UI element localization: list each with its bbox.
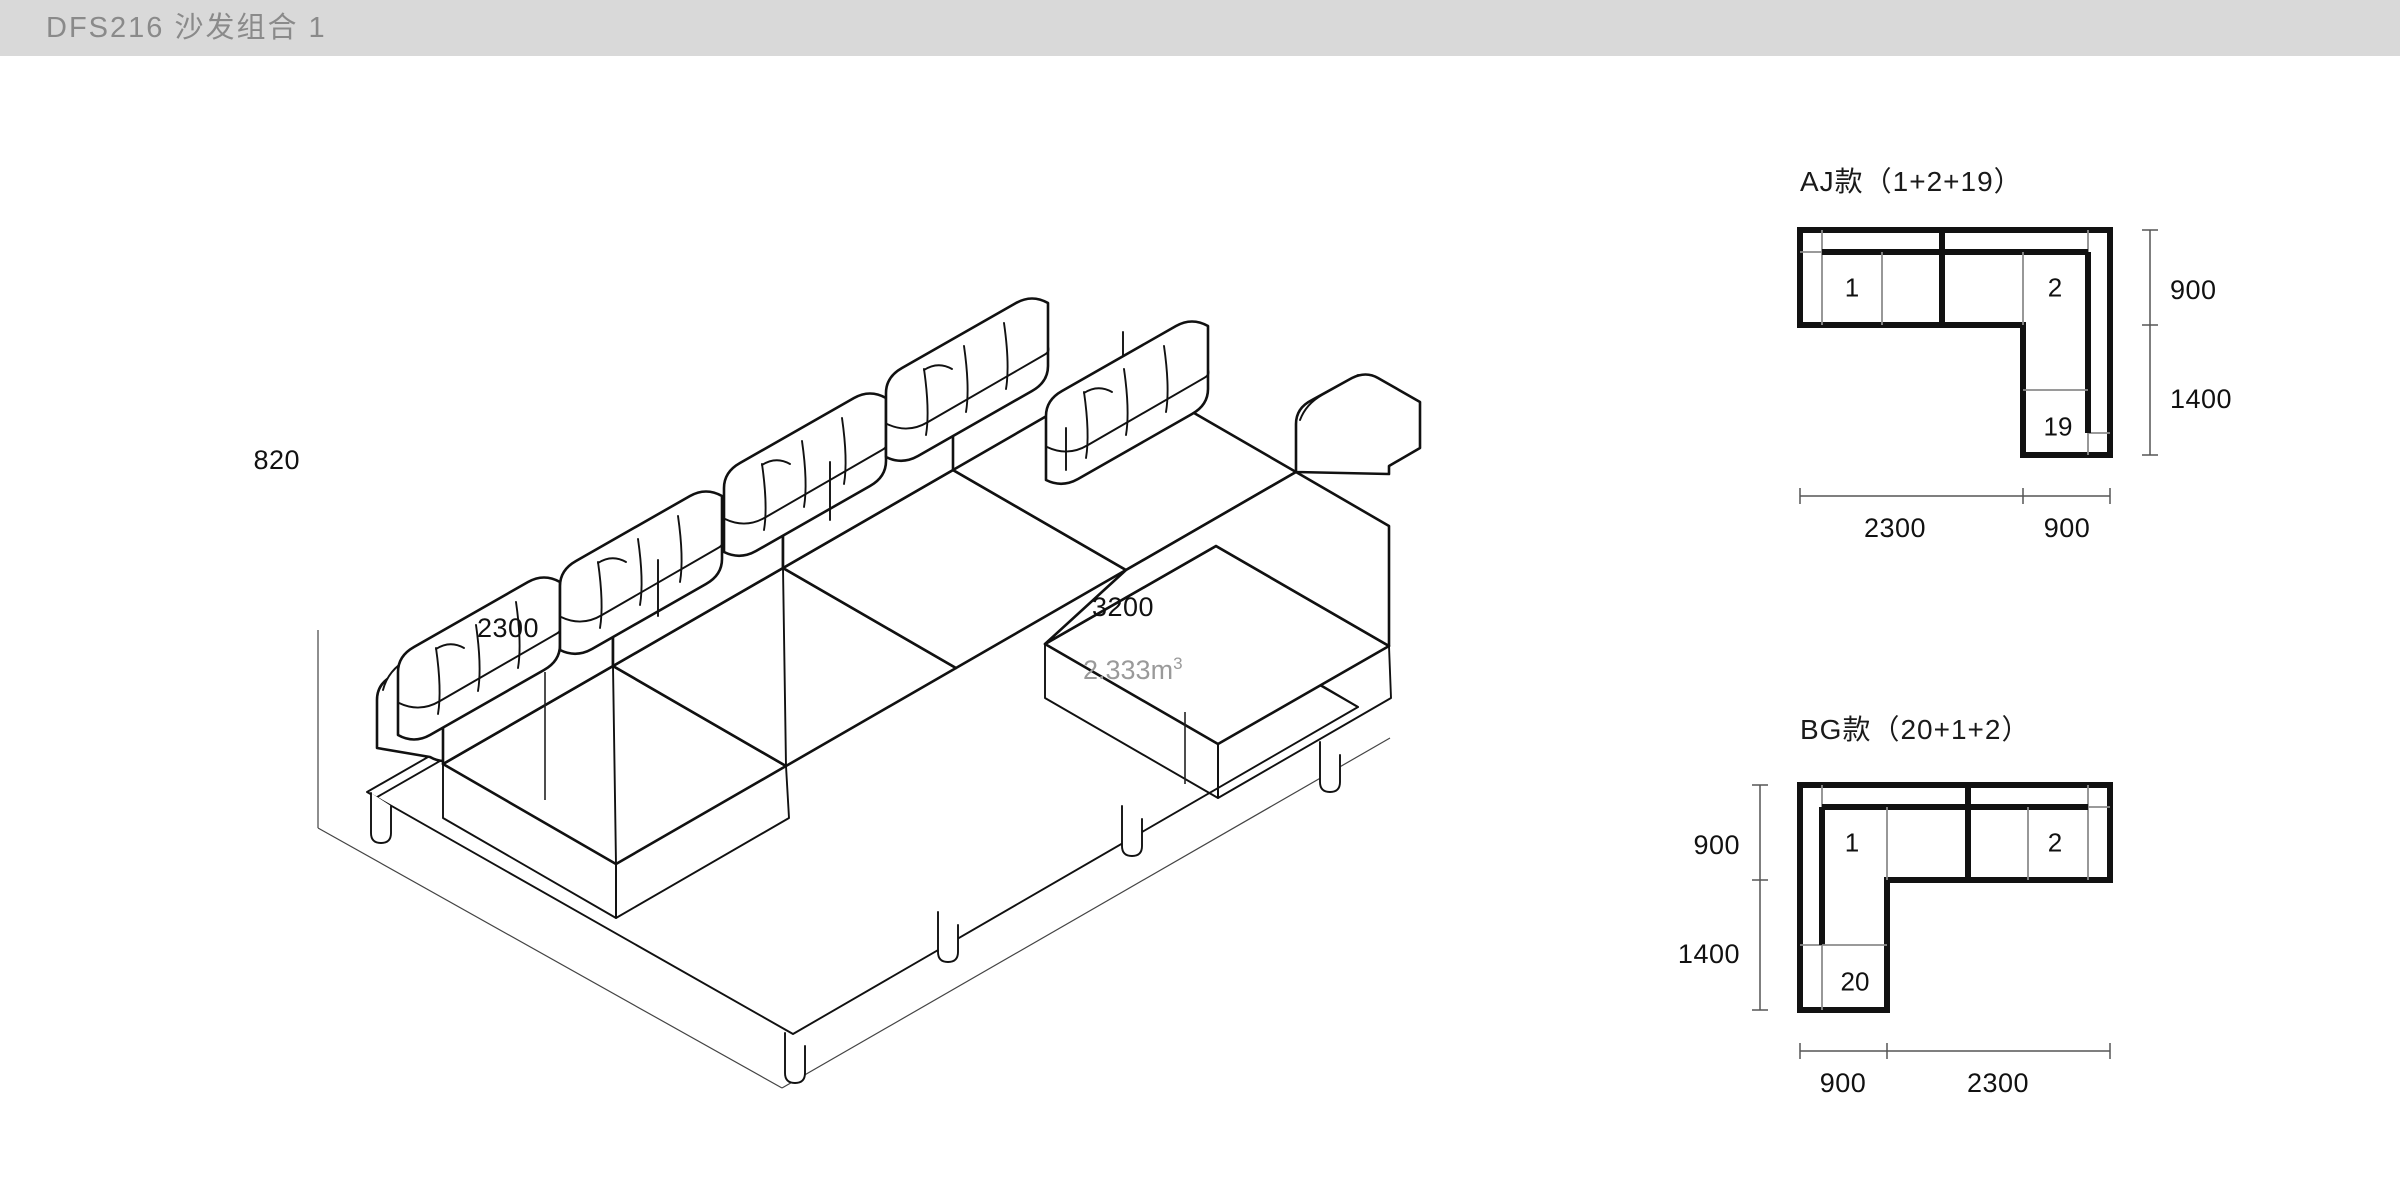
bg-dim-2300-horizontal: 2300 — [1966, 1068, 2030, 1098]
chaise-back-cushion — [1044, 320, 1210, 486]
iso-left-width-dimension: 2300 — [476, 613, 540, 643]
back-cushion-4 — [884, 297, 1050, 463]
aj-dim-2300-horizontal: 2300 — [1863, 513, 1927, 543]
page-title: DFS216 沙发组合 1 — [46, 12, 327, 44]
aj-module-1-label: 1 — [1844, 272, 1860, 303]
bg-module-1-label: 1 — [1844, 827, 1860, 858]
bg-dim-900-vertical: 900 — [1693, 830, 1740, 860]
back-cushion-2 — [558, 490, 724, 656]
measure-leaders — [544, 672, 1186, 800]
aj-module-2-label: 2 — [2047, 272, 2063, 303]
back-cushion-1 — [396, 576, 562, 741]
bg-dim-900-horizontal: 900 — [1819, 1068, 1867, 1098]
iso-right-width-dimension: 3200 — [1091, 592, 1155, 622]
aj-dim-1400-vertical: 1400 — [2170, 384, 2233, 414]
bg-module-20-label: 20 — [1840, 966, 1870, 997]
bg-dim-1400-vertical: 1400 — [1677, 939, 1740, 969]
header-bar — [0, 0, 2400, 56]
iso-height-dimension: 820 — [253, 445, 300, 475]
bg-horizontal-dimension-line — [1799, 1043, 2111, 1059]
ground-dimension-lines — [317, 630, 1391, 1089]
aj-module-19-label: 19 — [2043, 411, 2073, 442]
sofa-chaise-run — [951, 320, 1422, 799]
aj-horizontal-dimension-line — [1799, 488, 2111, 504]
sofa-legs — [370, 741, 1341, 1084]
volume-exponent: 3 — [1173, 654, 1183, 673]
sofa-back-run — [366, 297, 1359, 1035]
bg-vertical-dimension-line — [1752, 784, 1768, 1011]
aj-dim-900-horizontal: 900 — [2043, 513, 2091, 543]
aj-vertical-dimension-line — [2142, 229, 2158, 456]
bg-plan-title: BG款（20+1+2） — [1800, 714, 2031, 745]
volume-value: 2.333m — [1083, 655, 1174, 685]
aj-dim-900-vertical: 900 — [2170, 275, 2217, 305]
back-cushion-3 — [722, 392, 888, 558]
aj-plan-title: AJ款（1+2+19） — [1800, 166, 2023, 197]
volume-label: 2.333m3 — [1083, 654, 1183, 686]
bg-module-2-label: 2 — [2047, 827, 2063, 858]
